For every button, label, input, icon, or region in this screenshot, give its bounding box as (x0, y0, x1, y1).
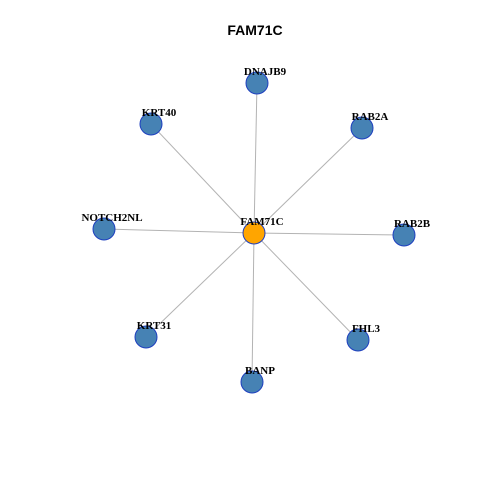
node-label-rab2b: RAB2B (394, 218, 431, 230)
nodes-group (92, 71, 416, 394)
node-label-dnajb9: DNAJB9 (244, 66, 287, 78)
node-label-krt31: KRT31 (137, 320, 171, 332)
node-rab2a[interactable] (350, 116, 374, 140)
edges-group (103, 82, 405, 383)
node-label-fhl3: FHL3 (352, 323, 381, 335)
node-label-fam71c: FAM71C (240, 216, 283, 228)
edge-fhl3 (253, 232, 359, 341)
node-dnajb9[interactable] (245, 71, 269, 95)
node-fhl3[interactable] (346, 328, 370, 352)
node-krt31[interactable] (134, 325, 158, 349)
edge-dnajb9 (253, 82, 258, 234)
diagram-title: FAM71C (227, 22, 282, 38)
node-notch2nl[interactable] (92, 217, 116, 241)
node-label-banp: BANP (245, 365, 275, 377)
edge-banp (251, 232, 255, 383)
node-krt40[interactable] (139, 112, 163, 136)
node-fam71c[interactable] (242, 221, 266, 245)
node-rab2b[interactable] (392, 223, 416, 247)
node-banp[interactable] (240, 370, 264, 394)
node-label-notch2nl: NOTCH2NL (81, 212, 142, 224)
edge-notch2nl (103, 228, 255, 234)
edge-rab2b (253, 232, 405, 236)
node-label-rab2a: RAB2A (352, 111, 389, 123)
edge-krt31 (145, 232, 255, 338)
edge-rab2a (253, 127, 363, 234)
edge-krt40 (150, 123, 255, 234)
node-label-krt40: KRT40 (142, 107, 177, 119)
